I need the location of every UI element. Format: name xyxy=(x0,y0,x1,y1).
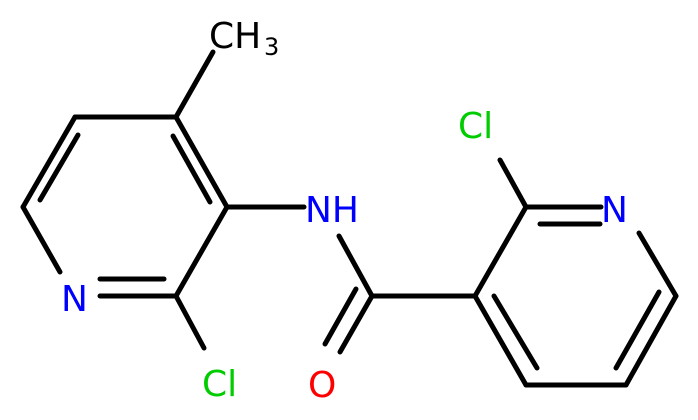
bond-c4-c3-left-inner xyxy=(170,133,213,205)
bond-c3-c2-left xyxy=(173,204,230,299)
bond-carbonyl-o-1 xyxy=(337,293,375,355)
bond-c4-c3-right-inner xyxy=(491,293,540,371)
bond-c2-cl-right xyxy=(497,157,529,210)
bond-c4-c3-left xyxy=(173,114,230,210)
bond-c6-c5-right xyxy=(623,293,679,388)
bond-c3-c2-right xyxy=(472,204,529,299)
left-pyridine-ring xyxy=(20,49,307,351)
left-ring-nitrogen-label: N xyxy=(61,279,88,320)
right-pyridine-ring xyxy=(472,157,679,388)
methyl-subscript: 3 xyxy=(264,33,279,61)
amine-label: NH xyxy=(305,190,359,231)
bond-c4-c3-right xyxy=(472,293,529,388)
bond-c5-c6-left-inner xyxy=(37,132,81,203)
bond-nh-carbonyl xyxy=(336,233,375,299)
right-ring-nitrogen-label: N xyxy=(601,190,628,231)
carbonyl-oxygen-label: O xyxy=(308,365,336,406)
right-chlorine-label: Cl xyxy=(458,106,493,147)
methyl-label: CH xyxy=(209,16,261,57)
bond-c6-c5-right-inner xyxy=(613,289,662,371)
bond-n-c6-right xyxy=(636,230,679,299)
left-chlorine-label: Cl xyxy=(202,364,237,405)
bond-c5-c6-left xyxy=(20,114,78,210)
bond-c2-cl-left xyxy=(173,293,207,351)
bond-carbonyl-o-2 xyxy=(322,286,359,347)
bond-c6-n-left xyxy=(20,204,63,275)
amide-linkage xyxy=(322,233,478,355)
bond-c4-methyl xyxy=(173,49,216,120)
